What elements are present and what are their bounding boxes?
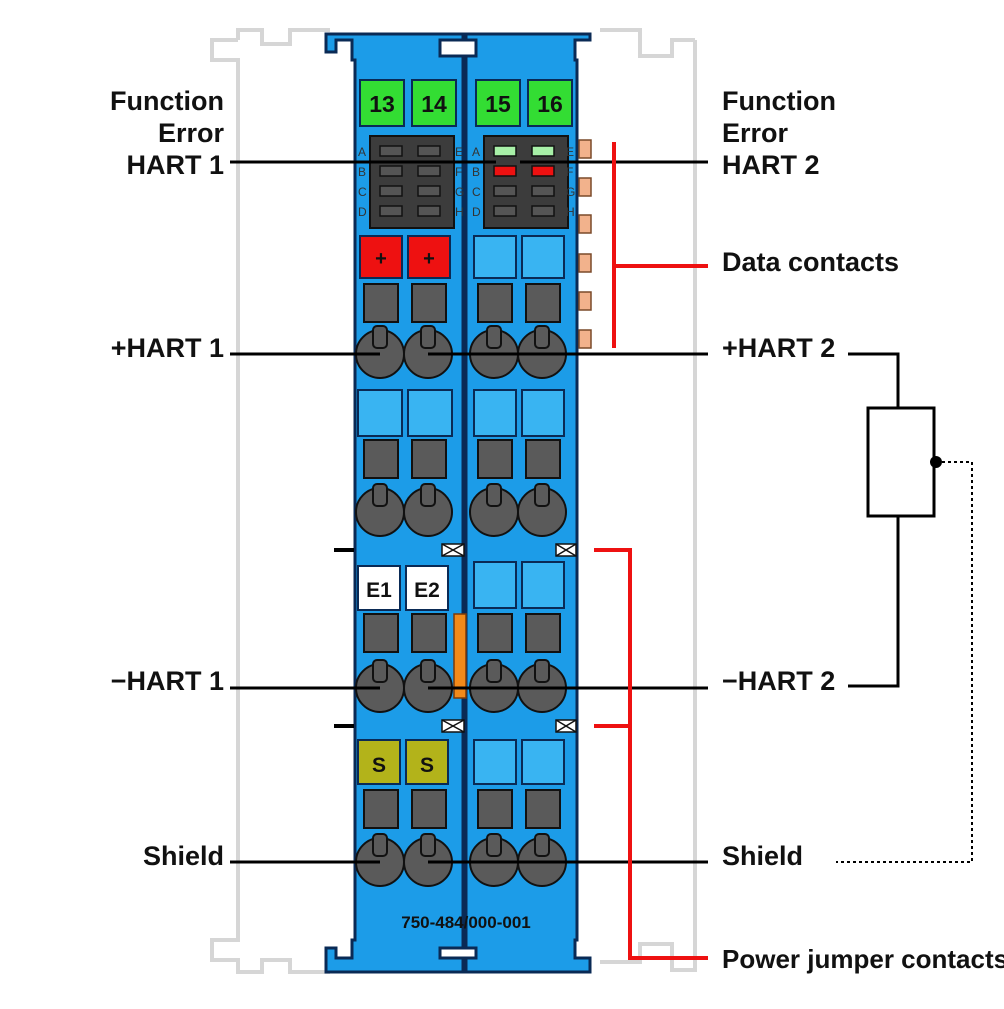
svg-text:B: B <box>472 165 480 179</box>
label-power-jumper-contacts: Power jumper contacts <box>722 944 1004 974</box>
blank-marker-slots <box>357 235 565 785</box>
label-plus-hart1: +HART 1 <box>111 333 224 363</box>
left-labels: Function Error HART 1 +HART 1 −HART 1 Sh… <box>110 86 224 871</box>
label-function-right: Function <box>722 86 836 116</box>
marker-s1: S <box>372 754 386 777</box>
label-error-right: Error <box>722 118 789 148</box>
marker-s2: S <box>420 754 434 777</box>
s-markers: S S <box>357 739 449 785</box>
power-jumper-clips <box>441 543 577 733</box>
svg-text:B: B <box>358 165 366 179</box>
svg-text:F: F <box>455 165 462 179</box>
label-shield-right: Shield <box>722 841 803 871</box>
label-function-left: Function <box>110 86 224 116</box>
svg-text:A: A <box>358 145 366 159</box>
article-number: 750-484/000-001 <box>401 913 531 932</box>
channel-number-15: 15 <box>485 91 511 117</box>
e-markers: E1 E2 <box>357 565 449 611</box>
svg-text:G: G <box>455 185 464 199</box>
red-callouts <box>594 142 708 960</box>
channel-number-13: 13 <box>369 91 395 117</box>
svg-text:E: E <box>566 145 574 159</box>
svg-text:C: C <box>358 185 367 199</box>
svg-text:C: C <box>472 185 481 199</box>
led-letters: A B C D E F G H A B C D E F G H <box>358 145 575 219</box>
channel-markers: 13 14 15 16 <box>359 79 573 127</box>
marker-e1: E1 <box>366 579 392 602</box>
jumper-stubs <box>334 548 354 728</box>
svg-text:D: D <box>358 205 367 219</box>
plus-marker-1: + <box>375 248 387 270</box>
error-led-ch15 <box>493 165 517 177</box>
svg-text:D: D <box>472 205 481 219</box>
label-plus-hart2: +HART 2 <box>722 333 835 363</box>
release-buttons <box>363 283 561 829</box>
din-rail-outline <box>210 28 697 974</box>
led-panel-right <box>483 135 569 229</box>
svg-text:F: F <box>566 165 573 179</box>
clamp-slots <box>372 325 550 857</box>
external-resistor <box>836 352 973 863</box>
leader-lines <box>230 160 708 864</box>
label-minus-hart1: −HART 1 <box>111 666 224 696</box>
label-data-contacts: Data contacts <box>722 247 899 277</box>
label-shield-left: Shield <box>143 841 224 871</box>
error-led-ch16 <box>531 165 555 177</box>
label-hart1: HART 1 <box>126 150 224 180</box>
label-error-left: Error <box>158 118 225 148</box>
led-panel-left <box>369 135 455 229</box>
svg-text:H: H <box>566 205 575 219</box>
function-led-ch15 <box>493 145 517 157</box>
marker-e2: E2 <box>414 579 440 602</box>
label-minus-hart2: −HART 2 <box>722 666 835 696</box>
svg-text:H: H <box>455 205 464 219</box>
plus-marker-2: + <box>423 248 435 270</box>
svg-text:E: E <box>455 145 463 159</box>
plus-markers: + + <box>359 235 451 279</box>
channel-number-14: 14 <box>421 91 447 117</box>
svg-text:A: A <box>472 145 480 159</box>
data-contact-pins <box>578 139 592 349</box>
svg-text:G: G <box>566 185 575 199</box>
right-labels: Function Error HART 2 Data contacts +HAR… <box>722 86 1004 974</box>
function-led-ch16 <box>531 145 555 157</box>
channel-number-16: 16 <box>537 91 563 117</box>
power-jumper-blade <box>453 613 467 699</box>
label-hart2: HART 2 <box>722 150 820 180</box>
